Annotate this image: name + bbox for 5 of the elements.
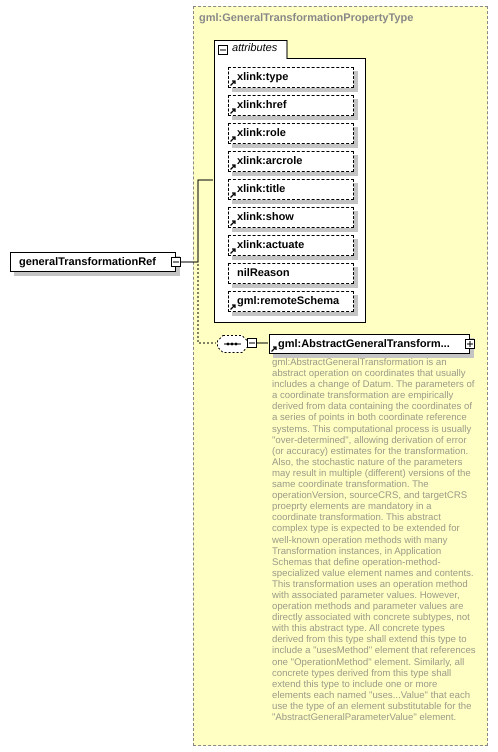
group-label: attributes [232,42,278,54]
complex-type-box [193,6,488,746]
description-text: gml:AbstractGeneralTransformation is an abstract operation on coordinates that usually includes a change of Datum. The parameters of a coordinate transformation are empirically derived from data containing the coordinates of a series of points in both coordinate reference systems. This computational process is usually "over-determined", allowing derivation of error (or accuracy) estimates for the transformation. Also, the stochastic nature of the parameters may result in multiple (different) versions of the same coordinate transformation. The operationVersion, sourceCRS, and targetCRS proeprty elements are mandatory in a coordinate transformation. This abstract complex type is expected to be extended for well-known operation methods with many Transformation instances, in Application Schemas that define operation-method-specialized value element names and contents. This transformation uses an operation method with associated parameter values. However, operation methods and parameter values are directly associated with concrete subtypes, not with this abstract type. All concrete types derived from this type shall extend this type to include a "usesMethod" element that references one "OperationMethod" element. Similarly, all concrete types derived from this type shall extend this type to include one or more elements each named "uses...Value" that each use the type of an element substitutable for the "AbstractGeneralParameterValue" element. [272,357,477,724]
attribute-group-box [214,40,366,323]
type-name: gml:GeneralTransformationPropertyType [199,12,414,24]
